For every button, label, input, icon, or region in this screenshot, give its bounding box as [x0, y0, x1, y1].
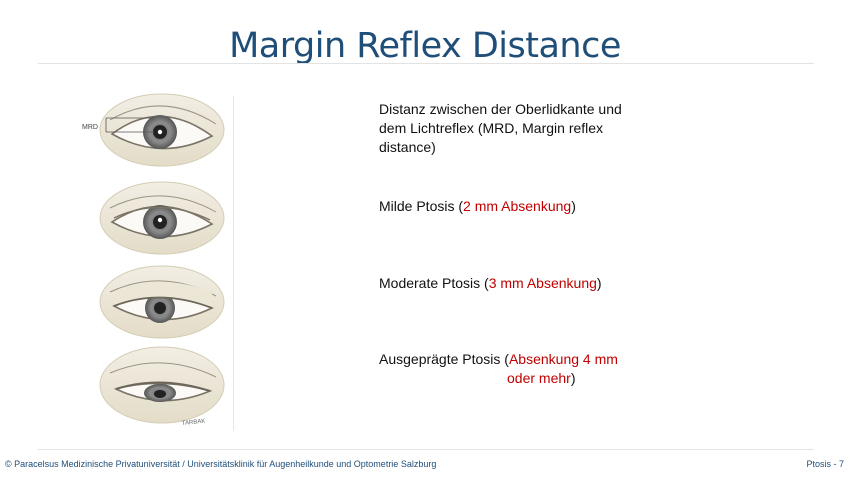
mrd-label: MRD — [82, 124, 98, 131]
severe-suffix: ) — [570, 370, 576, 386]
artist-signature: TARBAK — [182, 419, 206, 427]
mild-suffix: ) — [571, 198, 576, 214]
mild-prefix: Milde Ptosis ( — [379, 198, 464, 214]
item-moderate-ptosis: Moderate Ptosis (3 mm Absenkung) — [379, 274, 649, 293]
eye-mild-ptosis — [99, 181, 225, 255]
title-divider — [38, 63, 814, 64]
eye-severe-ptosis: TARBAK — [99, 346, 225, 427]
moderate-highlight: 3 mm Absenkung — [488, 275, 597, 291]
item-mrd-text: Distanz zwischen der Oberlidkante und de… — [379, 101, 622, 155]
severe-prefix: Ausgeprägte Ptosis ( — [379, 351, 509, 367]
severe-highlight-line1: Absenkung 4 mm — [508, 351, 618, 367]
moderate-suffix: ) — [596, 275, 602, 291]
item-mrd-definition: Distanz zwischen der Oberlidkante und de… — [379, 100, 649, 157]
footer-page-number: Ptosis - 7 — [806, 459, 844, 469]
moderate-prefix: Moderate Ptosis ( — [379, 275, 489, 291]
item-mild-ptosis: Milde Ptosis (2 mm Absenkung) — [379, 197, 649, 216]
eye-illustration: MRD TA — [70, 90, 235, 435]
severe-highlight-line2: oder mehr — [507, 370, 571, 386]
slide-title: Margin Reflex Distance — [229, 26, 621, 66]
eye-moderate-ptosis — [99, 265, 225, 339]
mild-highlight: 2 mm Absenkung — [463, 198, 572, 214]
footer-copyright: © Paracelsus Medizinische Privatuniversi… — [5, 459, 437, 469]
eye-normal: MRD — [82, 93, 225, 167]
item-severe-ptosis: Ausgeprägte Ptosis (Absenkung 4 mm oder … — [379, 350, 649, 388]
footer-divider — [38, 449, 814, 450]
figure-edge — [233, 96, 234, 431]
